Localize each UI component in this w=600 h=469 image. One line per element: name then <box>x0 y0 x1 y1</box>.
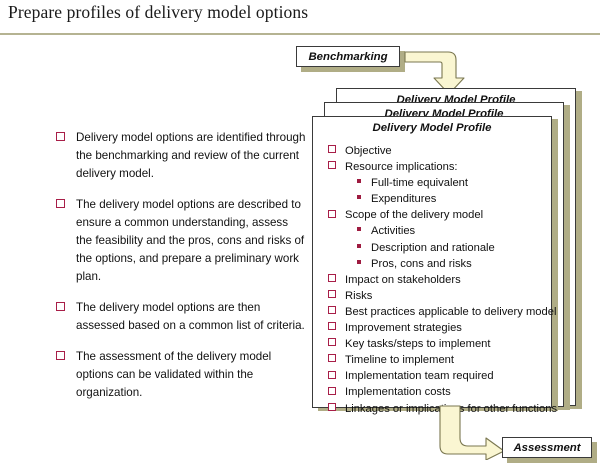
list-item: The assessment of the delivery model opt… <box>56 347 306 401</box>
list-item-text: Full-time equivalent <box>371 177 469 190</box>
elbow-arrow-right-icon <box>438 404 524 461</box>
list-item-text: Description and rationale <box>371 241 495 254</box>
list-item: Activities <box>325 221 549 237</box>
benchmarking-node[interactable]: Benchmarking <box>296 46 405 72</box>
list-item: Timeline to implement <box>325 350 549 366</box>
list-item: Impact on stakeholders <box>325 270 549 286</box>
page-title: Prepare profiles of delivery model optio… <box>8 2 309 22</box>
small-square-bullet-icon <box>357 179 361 184</box>
small-square-bullet-icon <box>357 227 361 232</box>
list-item-text: The assessment of the delivery model opt… <box>76 350 272 399</box>
list-item-text: Improvement strategies <box>345 322 462 335</box>
square-bullet-icon <box>328 273 336 282</box>
list-item: Pros, cons and risks <box>325 254 549 270</box>
title-divider <box>0 33 600 35</box>
list-item-text: Expenditures <box>371 193 437 206</box>
list-item: Scope of the delivery model <box>325 205 549 221</box>
list-item-text: Pros, cons and risks <box>371 257 472 270</box>
list-item: Delivery model options are identified th… <box>56 128 306 182</box>
square-bullet-icon <box>328 290 336 299</box>
list-item: Resource implications: <box>325 157 549 173</box>
square-bullet-icon <box>328 370 336 379</box>
list-item-text: Key tasks/steps to implement <box>345 338 491 351</box>
small-square-bullet-icon <box>357 195 361 200</box>
list-item-text: The delivery model options are then asse… <box>76 301 305 332</box>
small-square-bullet-icon <box>357 243 361 248</box>
list-item: Implementation costs <box>325 382 549 398</box>
square-bullet-icon <box>328 209 336 218</box>
square-bullet-icon <box>328 306 336 315</box>
left-notes-list: Delivery model options are identified th… <box>56 128 306 414</box>
assessment-box[interactable]: Assessment <box>502 437 592 458</box>
list-item: Objective <box>325 141 549 157</box>
list-item-text: Impact on stakeholders <box>345 273 461 286</box>
small-square-bullet-icon <box>357 259 361 264</box>
list-item: Description and rationale <box>325 238 549 254</box>
list-item-text: Best practices applicable to delivery mo… <box>345 305 557 318</box>
list-item: The delivery model options are then asse… <box>56 298 306 334</box>
square-bullet-icon <box>56 199 65 208</box>
square-bullet-icon <box>56 132 65 141</box>
profile-items-list: Objective Resource implications: Full-ti… <box>325 141 557 415</box>
square-bullet-icon <box>56 351 65 360</box>
list-item-text: Objective <box>345 145 392 157</box>
elbow-arrow-down-icon <box>404 50 466 96</box>
square-bullet-icon <box>328 338 336 347</box>
list-item-text: Activities <box>371 225 416 238</box>
list-item: Improvement strategies <box>325 318 549 334</box>
list-item-text: Timeline to implement <box>345 354 455 367</box>
benchmarking-box[interactable]: Benchmarking <box>296 46 400 67</box>
assessment-node[interactable]: Assessment <box>502 437 597 463</box>
square-bullet-icon <box>328 402 336 411</box>
list-item-text: Implementation costs <box>345 386 451 399</box>
square-bullet-icon <box>328 322 336 331</box>
list-item-text: The delivery model options are described… <box>76 198 305 283</box>
list-item-text: Risks <box>345 289 373 302</box>
square-bullet-icon <box>328 354 336 363</box>
list-item: Full-time equivalent <box>325 173 549 189</box>
list-item-text: Scope of the delivery model <box>345 209 484 222</box>
profile-card-front[interactable]: Delivery Model Profile Objective Resourc… <box>312 116 557 415</box>
card-title: Delivery Model Profile <box>372 122 492 134</box>
list-item-text: Delivery model options are identified th… <box>76 131 306 180</box>
list-item: Expenditures <box>325 189 549 205</box>
square-bullet-icon <box>328 386 336 395</box>
square-bullet-icon <box>328 161 336 170</box>
list-item: The delivery model options are described… <box>56 195 306 285</box>
square-bullet-icon <box>328 145 336 154</box>
list-item: Implementation team required <box>325 366 549 382</box>
list-item: Risks <box>325 286 549 302</box>
assessment-label: Assessment <box>513 441 581 454</box>
list-item-text: Resource implications: <box>345 161 458 174</box>
list-item-text: Implementation team required <box>345 370 494 383</box>
list-item: Best practices applicable to delivery mo… <box>325 302 556 318</box>
benchmarking-label: Benchmarking <box>308 50 388 63</box>
list-item: Key tasks/steps to implement <box>325 334 549 350</box>
square-bullet-icon <box>56 302 65 311</box>
